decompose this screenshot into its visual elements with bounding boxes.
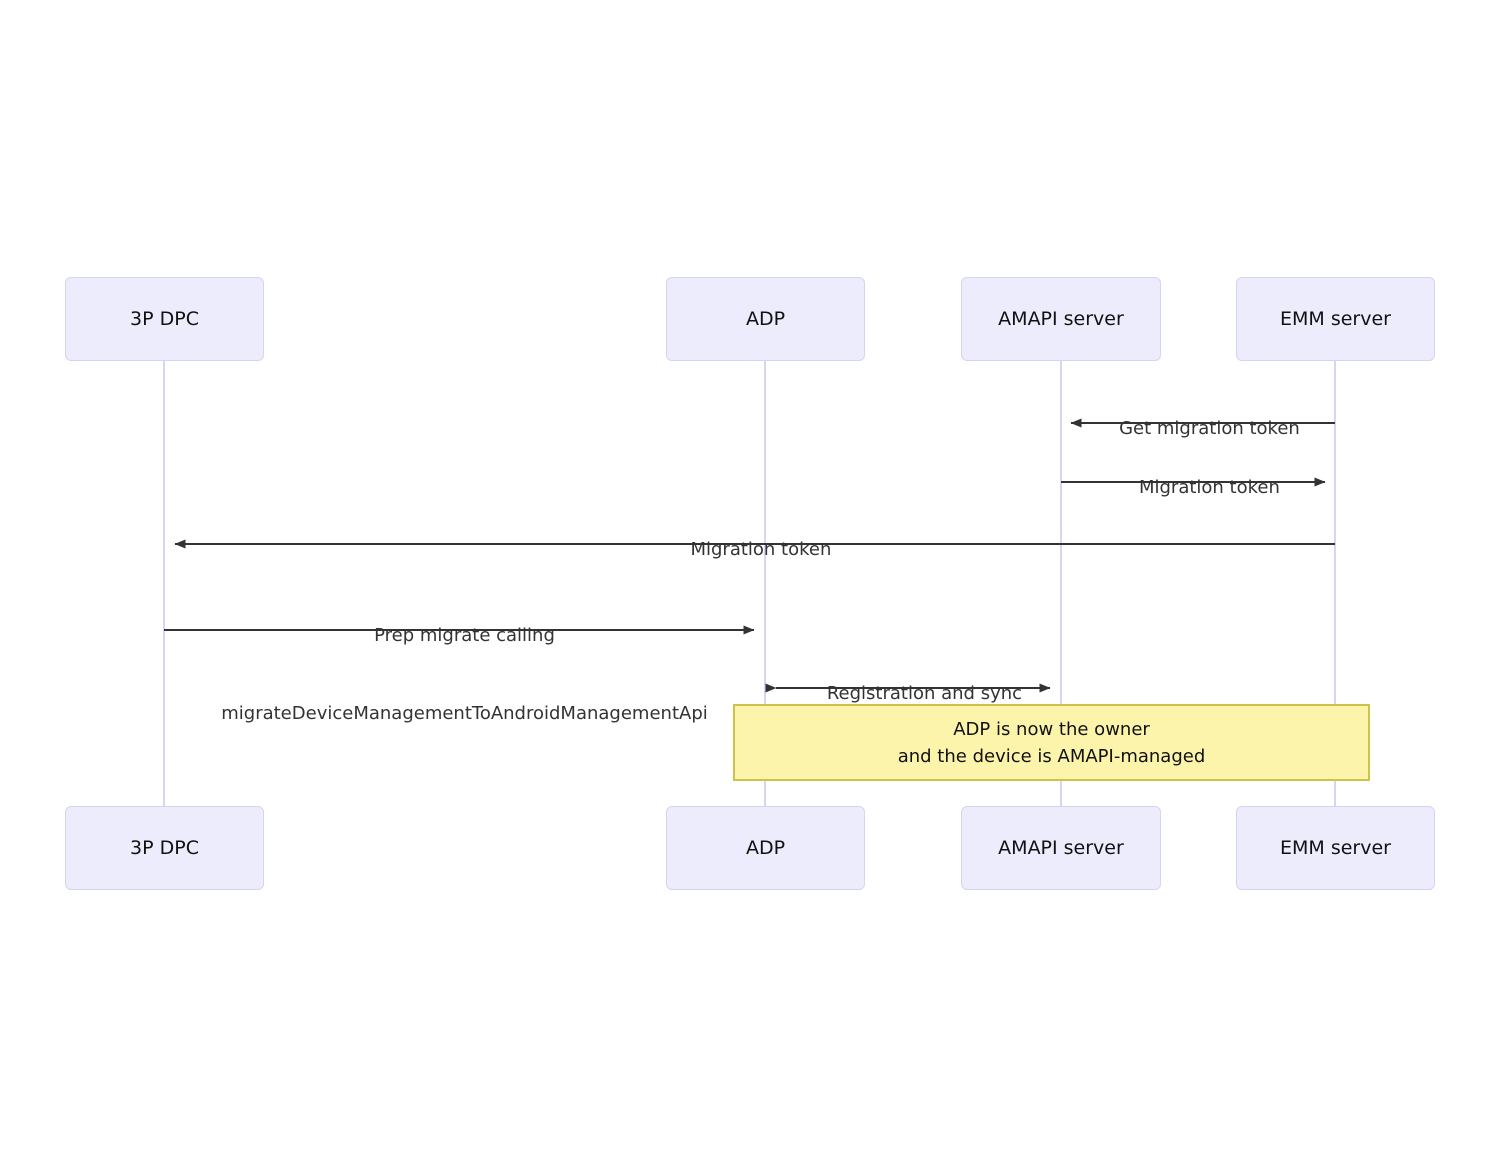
message-label-migration-token-amapi-emm: Migration token — [1061, 449, 1335, 527]
lifeline-emm — [1334, 361, 1336, 806]
actor-label-adp-top: ADP — [745, 308, 786, 330]
lifeline-adp — [764, 361, 766, 806]
actor-box-top-adp[interactable]: ADP — [666, 277, 865, 361]
message-label-registration-and-sync: Registration and sync — [765, 655, 1061, 733]
actor-box-top-amapi[interactable]: AMAPI server — [961, 277, 1161, 361]
actor-box-bottom-adp[interactable]: ADP — [666, 806, 865, 890]
message-text-m4-line2: migrateDeviceManagementToAndroidManageme… — [221, 703, 708, 724]
actor-label-adp-bottom: ADP — [745, 837, 786, 859]
message-label-prep-migrate: Prep migrate calling migrateDeviceManage… — [164, 571, 765, 779]
actor-label-amapi-top: AMAPI server — [998, 308, 1124, 330]
actor-label-dpc-bottom: 3P DPC — [130, 837, 199, 859]
message-label-migration-token-emm-dpc: Migration token — [164, 511, 1335, 589]
note-adp-owner: ADP is now the owner and the device is A… — [733, 704, 1370, 781]
message-text-m2: Migration token — [1138, 477, 1280, 498]
message-text-m3: Migration token — [690, 539, 832, 560]
lifeline-amapi — [1060, 361, 1062, 806]
actor-label-emm-top: EMM server — [1280, 308, 1391, 330]
actor-box-top-emm[interactable]: EMM server — [1236, 277, 1435, 361]
note-line-2: and the device is AMAPI-managed — [897, 745, 1206, 767]
actor-label-dpc-top: 3P DPC — [130, 308, 199, 330]
message-text-m1: Get migration token — [1119, 418, 1300, 439]
actor-box-bottom-amapi[interactable]: AMAPI server — [961, 806, 1161, 890]
message-label-get-migration-token: Get migration token — [1061, 390, 1335, 468]
message-text-m4-line1: Prep migrate calling — [374, 625, 555, 646]
actor-label-emm-bottom: EMM server — [1280, 837, 1391, 859]
lifeline-dpc — [163, 361, 165, 806]
actor-box-bottom-emm[interactable]: EMM server — [1236, 806, 1435, 890]
actor-label-amapi-bottom: AMAPI server — [998, 837, 1124, 859]
actor-box-top-dpc[interactable]: 3P DPC — [65, 277, 264, 361]
note-line-1: ADP is now the owner — [953, 718, 1150, 740]
message-text-m5: Registration and sync — [826, 683, 1023, 704]
actor-box-bottom-dpc[interactable]: 3P DPC — [65, 806, 264, 890]
